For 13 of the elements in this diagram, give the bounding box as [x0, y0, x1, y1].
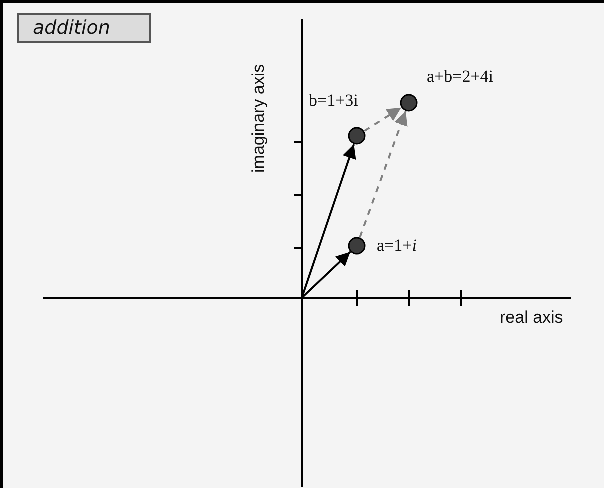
axis-label: real axis	[500, 308, 564, 328]
arrow	[364, 106, 402, 132]
point-marker	[348, 237, 366, 255]
arrow	[301, 144, 356, 298]
point-marker	[348, 127, 366, 145]
point-label: a=1+i	[377, 236, 417, 256]
arrow	[301, 251, 352, 299]
title-box: addition	[17, 13, 151, 43]
arrow	[359, 111, 408, 238]
point-marker	[400, 94, 418, 112]
point-label: b=1+3i	[309, 91, 358, 111]
axis-label: imaginary axis	[249, 64, 269, 172]
point-label: a+b=2+4i	[427, 67, 494, 87]
